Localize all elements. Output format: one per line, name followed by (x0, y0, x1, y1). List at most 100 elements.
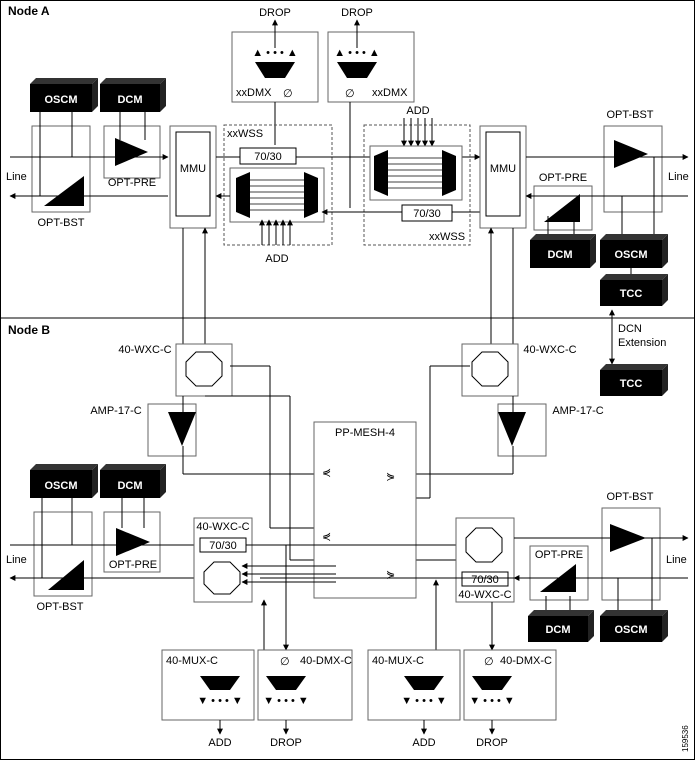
wxc-left-label: 40-WXC-C (196, 521, 249, 533)
splitter-4-icon: ⋟ (386, 569, 395, 581)
attenuator-right-icon: ∅ (345, 88, 355, 100)
opt-pre-right-label: OPT-PRE (539, 172, 587, 184)
tcc-top: TCC (600, 274, 668, 306)
wxc-right-switch-icon (465, 527, 503, 563)
node-a: DROP DROP ▲ • • • ▲ ▲ • • • ▲ xxDMX xxDM… (6, 7, 689, 306)
mmu-left-label: MMU (180, 163, 206, 175)
dmx-left-dots-icon: ▲ • • • ▲ (252, 47, 298, 59)
wss-right-demux-icon (442, 150, 456, 196)
wxc-left-mesh-links (241, 563, 336, 585)
oscm-b-left-label: OSCM (45, 480, 78, 492)
amp-left-box (147, 403, 197, 457)
opt-bst-right-box (603, 125, 663, 213)
wss-right-add-arrows (401, 118, 435, 147)
dmx-right-dots-icon: ▼ • • • ▼ (469, 695, 515, 707)
pp-mesh-4-box (313, 421, 417, 599)
opt-pre-left-amp-icon (115, 138, 148, 166)
ratio-b-right-label: 70/30 (471, 574, 499, 586)
opt-bst-left-label: OPT-BST (37, 217, 84, 229)
wss-left-mux-icon (236, 172, 250, 218)
drop-right-label: DROP (341, 7, 373, 19)
amp-left-label: AMP-17-C (90, 405, 141, 417)
xxwss-left-label: xxWSS (227, 128, 263, 140)
attenuator-left-icon: ∅ (283, 88, 293, 100)
dcm-left: DCM (100, 78, 166, 112)
amp-left-icon (168, 412, 196, 446)
mux-left-label: 40-MUX-C (166, 655, 218, 667)
dcm-b-left: DCM (100, 464, 166, 498)
line-b-left-label: Line (6, 554, 27, 566)
wxc-top-right-switch-icon (471, 351, 509, 387)
oscm-b-left: OSCM (30, 464, 98, 498)
xxdmx-left-label: xxDMX (236, 87, 272, 99)
wxc-top-left-switch-icon (185, 351, 223, 387)
wxc-top-right-label: 40-WXC-C (523, 344, 576, 356)
xxdmx-right-label: xxDMX (372, 87, 408, 99)
dmx-right-icon (472, 676, 512, 690)
oscm-b-right-label: OSCM (615, 624, 648, 636)
ratio-b-left-label: 70/30 (209, 540, 237, 552)
xxwss-left-box (223, 124, 333, 246)
mmu-right-inner (485, 131, 521, 217)
opt-bst-b-left-label: OPT-BST (36, 601, 83, 613)
amp-right-box (497, 403, 547, 457)
wss-right-mux-icon (374, 150, 388, 196)
tcc-top-label: TCC (620, 288, 643, 300)
tcc-bottom-label: TCC (620, 378, 643, 390)
oscm-b-right: OSCM (600, 610, 668, 642)
drop-b-right-label: DROP (476, 737, 508, 749)
opt-bst-b-left-amp-icon (48, 560, 84, 590)
wxc-left-switch-icon (203, 561, 241, 595)
wxc-right-label: 40-WXC-C (458, 589, 511, 601)
mux-right-label: 40-MUX-C (372, 655, 424, 667)
dcn-label: DCN (618, 323, 642, 335)
opt-bst-right-amp-icon (614, 140, 648, 168)
ratio-left-label: 70/30 (254, 151, 282, 163)
opt-bst-right-label: OPT-BST (606, 109, 653, 121)
opt-bst-left-amp-icon (44, 176, 84, 206)
xxwss-right-box (363, 124, 471, 246)
figure-id: 159536 (681, 725, 690, 752)
splitter-2-icon: ⋟ (386, 471, 395, 483)
opt-bst-b-right-label: OPT-BST (606, 491, 653, 503)
add-b-right-label: ADD (412, 737, 435, 749)
dmx-right-demux-icon (337, 62, 377, 78)
line-left-label: Line (6, 171, 27, 183)
mux-left-dots-icon: ▼ • • • ▼ (197, 695, 243, 707)
wss-right-channels (388, 157, 442, 189)
dcm-b-right: DCM (528, 610, 594, 642)
inter-node-links (182, 227, 514, 344)
dmx-left-demux-icon (255, 62, 295, 78)
ratio-right-label: 70/30 (413, 208, 441, 220)
add-b-left-label: ADD (208, 737, 231, 749)
add-right-label: ADD (406, 105, 429, 117)
ratio-b-right-box (461, 571, 509, 587)
opt-pre-b-left-label: OPT-PRE (109, 559, 157, 571)
mmu-right-label: MMU (490, 163, 516, 175)
dmx-right-label: 40-DMX-C (500, 655, 552, 667)
node-a-title: Node A (8, 4, 50, 18)
dmx-right-dots-icon: ▲ • • • ▲ (334, 47, 380, 59)
dcm-right-label: DCM (547, 249, 572, 261)
oscm-left: OSCM (30, 78, 98, 112)
oscm-right: OSCM (600, 234, 668, 268)
dcn-extension-label: Extension (618, 337, 666, 349)
ratio-right-box (401, 204, 453, 222)
opt-pre-b-left-amp-icon (116, 528, 150, 556)
dcm-b-left-label: DCM (117, 480, 142, 492)
mmu-left-inner (175, 131, 211, 217)
oscm-right-label: OSCM (615, 249, 648, 261)
mux-right-icon (404, 676, 444, 690)
xxwss-right-label: xxWSS (429, 231, 465, 243)
pp-mesh-splitters: ⋞ ⋟ ⋞ ⋟ (322, 467, 395, 581)
oscm-left-label: OSCM (45, 94, 78, 106)
add-left-label: ADD (265, 253, 288, 265)
wss-left-channels (250, 179, 304, 211)
splitter-3-icon: ⋞ (322, 531, 331, 543)
ratio-left-box (239, 147, 297, 165)
mux-right-dots-icon: ▼ • • • ▼ (401, 695, 447, 707)
dcm-left-label: DCM (117, 94, 142, 106)
wxc-top-left-label: 40-WXC-C (118, 344, 171, 356)
